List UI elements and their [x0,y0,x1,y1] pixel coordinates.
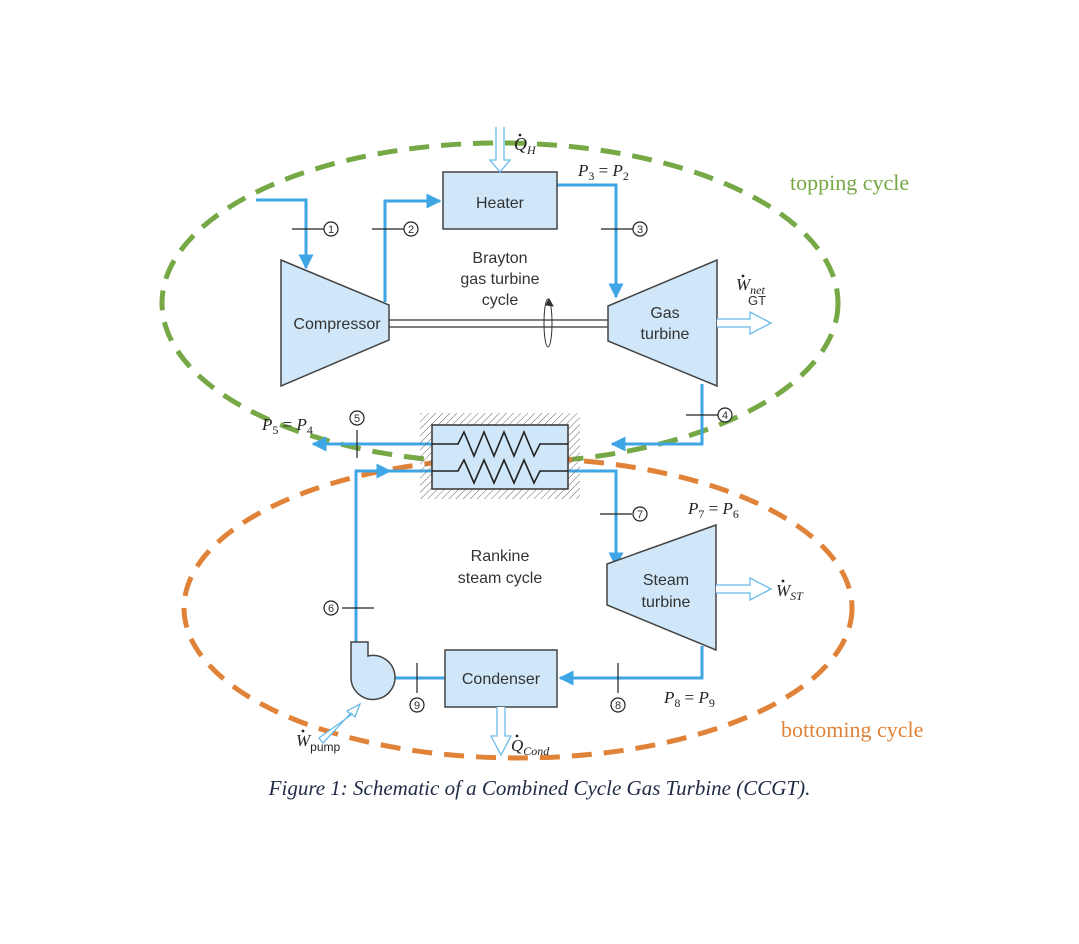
flow-line-8 [558,646,704,686]
gas-turbine-label-2: turbine [641,326,690,343]
gas-turbine-work-arrow-icon [717,310,773,336]
rankine-label-2: steam cycle [458,570,543,587]
state-marker-1 [323,221,339,237]
bottoming-cycle-boundary [181,455,855,761]
state-marker-4 [717,407,733,423]
condenser-heat-arrow-icon [489,707,513,757]
pressure-relation-p3-p2: P3 = P2 [577,161,629,183]
bottoming-cycle-label: bottoming cycle [781,717,923,742]
rankine-label-1: Rankine [471,548,530,565]
pump-work-arrow-icon [318,702,362,744]
steam-turbine [606,523,717,652]
state-label-3: 3 [637,224,643,236]
state-label-7: 7 [637,509,643,521]
steam-turbine-work-arrow-icon [716,576,773,602]
figure-caption: Figure 1: Schematic of a Combined Cycle … [268,776,811,800]
pressure-relation-p7-p6: P7 = P6 [687,499,739,521]
condenser-label: Condenser [462,671,541,688]
brayton-label-3: cycle [482,292,519,309]
state-marker-9 [409,697,425,713]
flow-line-7 [568,469,624,568]
state-label-5: 5 [354,413,360,425]
state-label-8: 8 [615,700,621,712]
gas-turbine-label-1: Gas [650,305,679,322]
state-marker-5 [349,410,365,426]
flow-line-1 [256,198,314,270]
flow-line-6 [354,463,392,642]
heat-input-label: QH [514,134,537,157]
state-marker-3 [632,221,648,237]
pressure-relation-p8-p9: P8 = P9 [663,688,715,710]
shaft [389,319,608,328]
steam-turbine-work-label: WST [776,581,804,603]
flow-line-4 [610,384,704,452]
state-label-4: 4 [722,410,728,422]
gas-turbine-work-label: Wnet [736,275,765,297]
condenser-heat-label: QCond [511,736,550,758]
state-label-1: 1 [328,224,334,236]
rotation-icon [543,297,554,348]
flow-line-3 [557,183,624,299]
gas-turbine-work-sublabel: GT [748,293,766,308]
state-label-6: 6 [328,603,334,615]
steam-turbine-label-2: turbine [642,594,691,611]
heat-recovery-steam-generator [420,413,580,499]
topping-cycle-label: topping cycle [790,170,909,195]
brayton-label-1: Brayton [472,250,527,267]
pressure-relation-p5-p4: P5 = P4 [261,415,313,437]
state-marker-7 [632,506,648,522]
pump [350,641,396,701]
pump-work-label: Wpump [296,731,341,754]
steam-turbine-label-1: Steam [643,572,689,589]
heater [442,171,558,230]
heater-label: Heater [476,195,525,212]
state-marker-8 [610,697,626,713]
state-label-9: 9 [414,700,420,712]
state-marker-2 [403,221,419,237]
compressor [280,258,390,388]
compressor-label: Compressor [293,316,381,333]
brayton-label-2: gas turbine [460,271,539,288]
gas-turbine [607,258,718,388]
state-marker-6 [323,600,339,616]
flow-line-2 [383,193,442,302]
state-label-2: 2 [408,224,414,236]
heat-input-arrow-icon [488,127,512,174]
